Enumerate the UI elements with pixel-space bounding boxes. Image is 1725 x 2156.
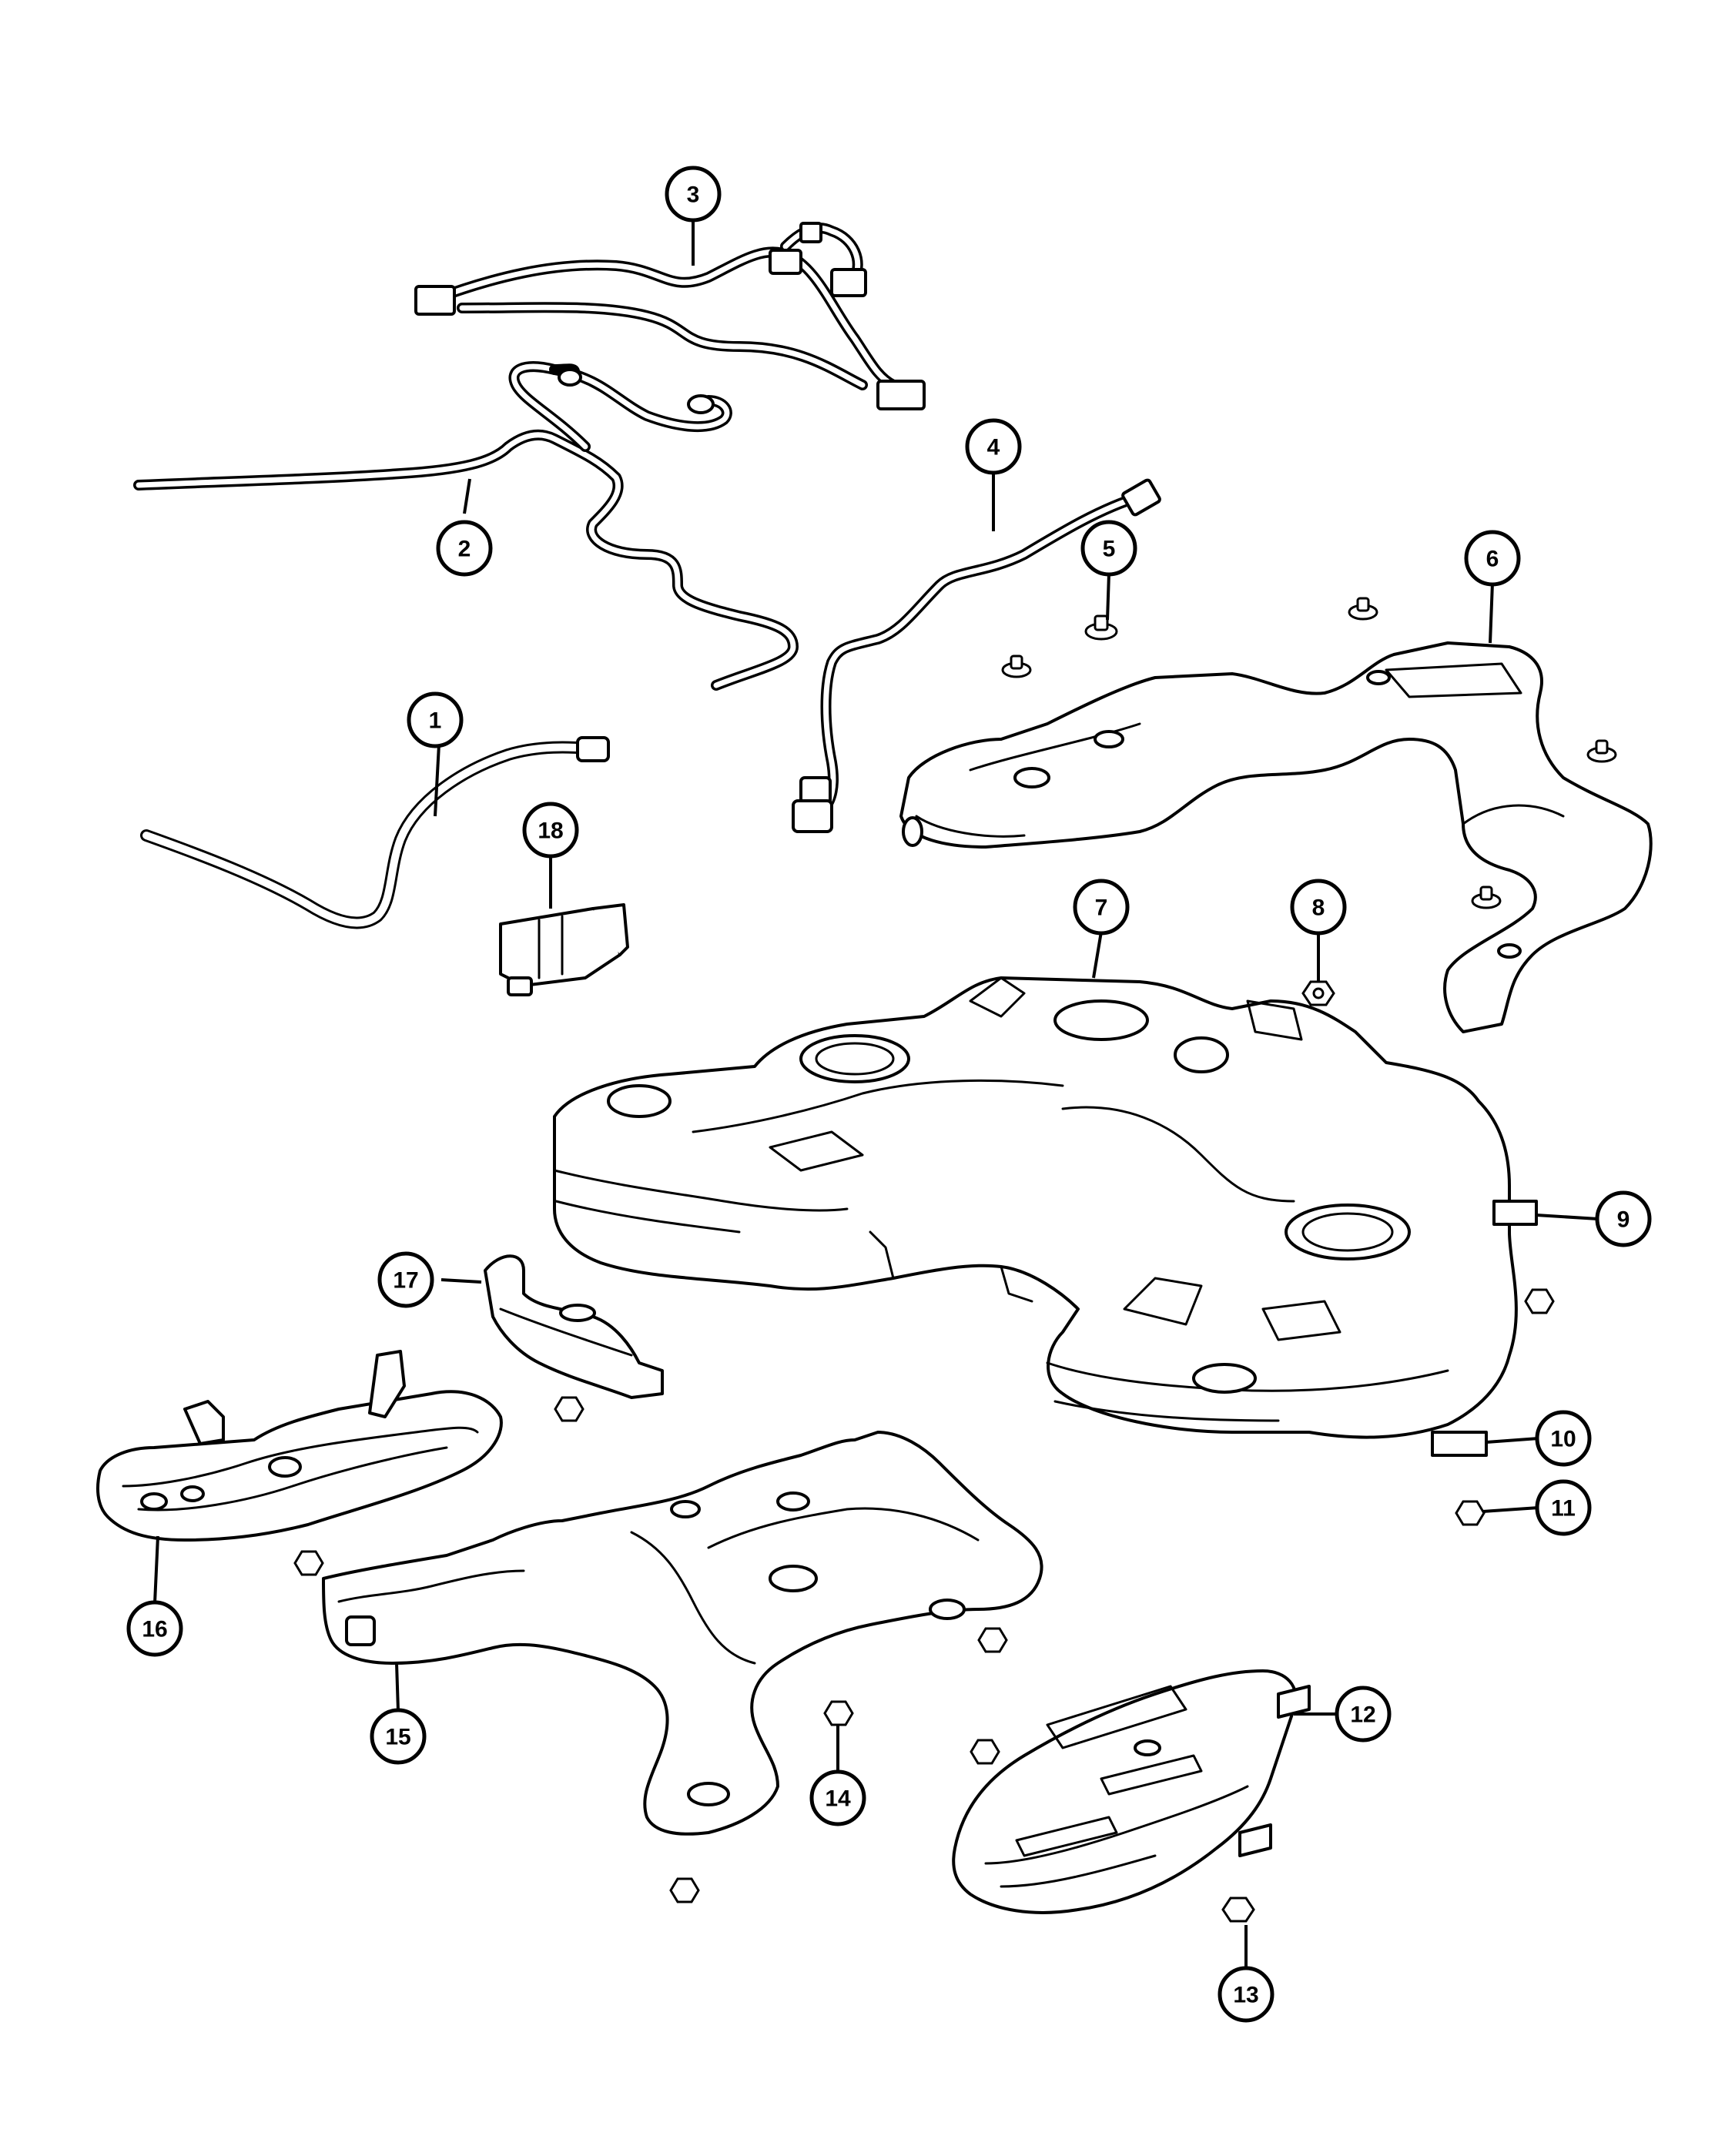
callout-number: 16	[142, 1617, 167, 1642]
callout-number: 6	[1486, 547, 1499, 572]
callout-number: 2	[458, 537, 471, 562]
nut-fastener-14	[823, 1700, 854, 1726]
wiring-harness-part-3	[414, 222, 926, 410]
callout-number: 1	[429, 708, 442, 734]
callout-circle	[407, 691, 464, 748]
crossmember-part-6	[899, 641, 1653, 1033]
harness-connector-left	[414, 285, 456, 316]
callout-circle	[1290, 879, 1347, 936]
callout-10: 10	[1535, 1410, 1592, 1467]
harness-part-4	[792, 478, 1161, 833]
callout-number: 10	[1550, 1427, 1576, 1452]
callout-circle	[1335, 1686, 1392, 1743]
callout-circle	[1464, 530, 1521, 587]
heat-shield-part-17	[484, 1254, 664, 1399]
callout-circle	[436, 520, 493, 577]
callout-3: 3	[665, 166, 722, 223]
push-pin-fastener-6b	[1001, 654, 1032, 678]
callout-11: 11	[1535, 1479, 1592, 1536]
callout-number: 11	[1551, 1496, 1576, 1522]
callout-circle	[1218, 1966, 1274, 2023]
fasteners	[293, 597, 1617, 1923]
callout-7: 7	[1073, 879, 1130, 936]
callout-circle	[965, 418, 1022, 475]
callout-circle	[126, 1600, 183, 1657]
nut-fastener-12	[970, 1739, 1000, 1765]
callout-number: 3	[687, 182, 700, 208]
fuel-line-part-1	[140, 736, 610, 929]
callout-12: 12	[1335, 1686, 1392, 1743]
callout-circle	[1595, 1190, 1652, 1247]
crossmember-part-15	[322, 1431, 1043, 1836]
harness-part-2	[133, 361, 799, 691]
callout-5: 5	[1080, 520, 1137, 577]
sensor-connector-top	[1121, 478, 1161, 517]
callout-2: 2	[436, 520, 493, 577]
harness-clip	[799, 222, 822, 243]
callout-6: 6	[1464, 530, 1521, 587]
callout-circle	[1535, 1479, 1592, 1536]
callout-circle	[370, 1708, 427, 1765]
callout-number: 15	[385, 1725, 410, 1750]
callout-number: 13	[1233, 1983, 1258, 2008]
fuel-line-fitting	[576, 736, 610, 762]
callout-circle	[522, 802, 579, 859]
nut-fastener-16	[293, 1550, 324, 1576]
callout-circle	[377, 1251, 434, 1308]
nut-fastener-11	[1455, 1500, 1486, 1526]
callout-17: 17	[377, 1251, 434, 1308]
sensor-connector-bottom	[792, 799, 833, 833]
callout-13: 13	[1218, 1966, 1274, 2023]
callout-16: 16	[126, 1600, 183, 1657]
fuel-tank-part-7	[553, 976, 1538, 1457]
nut-fastener-8	[1301, 980, 1335, 1006]
push-pin-fastener-6d	[1471, 886, 1502, 909]
callout-circle	[1080, 520, 1137, 577]
callout-4: 4	[965, 418, 1022, 475]
nut-fastener-9	[1524, 1288, 1555, 1314]
callout-circle	[1073, 879, 1130, 936]
callout-18: 18	[522, 802, 579, 859]
callout-number: 17	[393, 1268, 418, 1294]
push-pin-fastener-5	[1084, 614, 1118, 641]
callout-number: 14	[825, 1786, 851, 1812]
push-pin-fastener-6c	[1586, 739, 1617, 763]
nut-fastener-13	[1221, 1897, 1255, 1923]
callout-circle	[809, 1769, 866, 1826]
nut-fastener-15	[977, 1627, 1008, 1653]
skid-plate-part-16	[96, 1350, 503, 1542]
harness-connector-right	[876, 380, 926, 410]
callout-8: 8	[1290, 879, 1347, 936]
skid-plate-part-12	[952, 1669, 1311, 1914]
tank-bracket-9	[1492, 1200, 1538, 1226]
callout-1: 1	[407, 691, 464, 748]
callout-number: 18	[538, 819, 563, 844]
callout-number: 7	[1095, 896, 1108, 921]
callout-number: 8	[1312, 896, 1325, 921]
callout-14: 14	[809, 1769, 866, 1826]
nut-fastener-15b	[669, 1877, 700, 1903]
callout-15: 15	[370, 1708, 427, 1765]
callout-number: 12	[1350, 1702, 1375, 1728]
callout-number: 5	[1103, 537, 1116, 562]
callout-number: 4	[987, 435, 1000, 460]
tank-bracket-10	[1431, 1431, 1488, 1457]
push-pin-fastener-6a	[1348, 597, 1378, 621]
callout-9: 9	[1595, 1190, 1652, 1247]
callout-circle	[665, 166, 722, 223]
harness-connector-mid	[769, 249, 802, 275]
leader-lines	[153, 217, 1599, 1967]
nut-fastener-17	[554, 1396, 584, 1422]
harness-connector-clip	[830, 268, 867, 297]
callout-circle	[1535, 1410, 1592, 1467]
callout-number: 9	[1617, 1207, 1630, 1233]
pressure-sensor-part-18	[499, 903, 629, 996]
